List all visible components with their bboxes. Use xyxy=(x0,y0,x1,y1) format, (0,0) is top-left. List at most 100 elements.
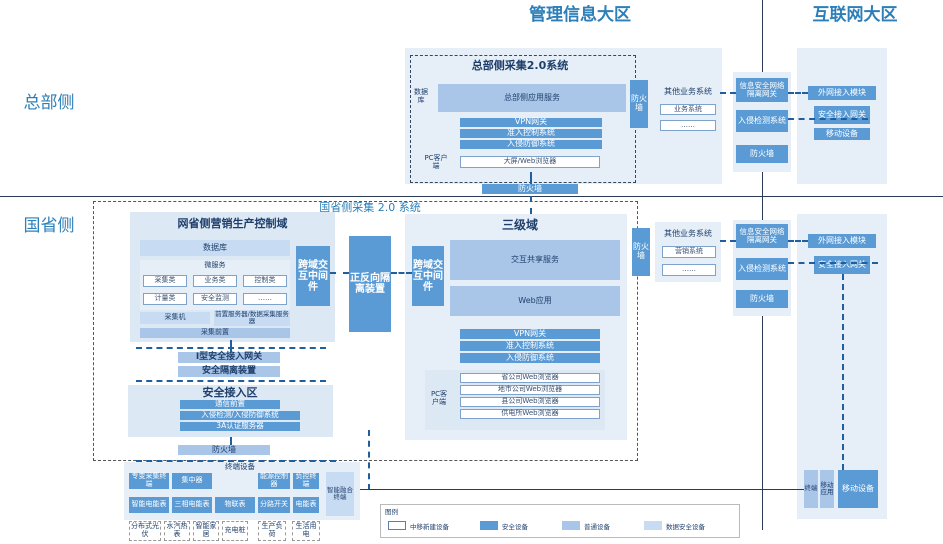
prov-browser-city: 地市公司Web浏览器 xyxy=(460,385,600,395)
prov-share-service: 交互共享服务 xyxy=(450,240,620,280)
prov-terminal-side: 终端 xyxy=(804,470,818,508)
hq-vpn-gateway: VPN网关 xyxy=(460,117,602,127)
prov-conn-2 xyxy=(788,240,808,242)
prov-secure-zone-title: 安全接入区 xyxy=(202,385,258,399)
legend-label-data: 数据安全设备 xyxy=(666,523,705,531)
dev-load-control: 负控终端 xyxy=(293,472,319,489)
prov-vert-conn xyxy=(530,196,532,214)
prov-aaa-server: 3A认证服务器 xyxy=(180,422,300,431)
legend-swatch-security xyxy=(480,521,498,530)
hq-browser: 大屏/Web浏览器 xyxy=(460,156,600,168)
prov-secure-gateway: I型安全接入网关 xyxy=(178,352,280,363)
prov-vpn-gateway: VPN网关 xyxy=(460,329,600,339)
prov-db: 数据库 xyxy=(140,240,290,256)
prov-other-item-2: …… xyxy=(662,264,716,276)
prov-browser-county: 县公司Web浏览器 xyxy=(460,397,600,407)
prov-svc-collect: 采集类 xyxy=(143,275,187,287)
bottom-charger: 充电桩 xyxy=(222,521,248,541)
prov-isolation-device: 正反向隔离装置 xyxy=(349,236,391,332)
legend-swatch-normal xyxy=(562,521,580,530)
prov-ids-ips: 入侵检测/入侵防御系统 xyxy=(180,411,300,420)
internet-zone-title: 互联网大区 xyxy=(812,4,898,25)
dev-branch-switch: 分路开关 xyxy=(258,497,290,513)
hq-app-service: 总部侧应用服务 xyxy=(438,84,626,112)
hq-conn-2 xyxy=(788,92,808,94)
prov-firewall-bottom: 防火墙 xyxy=(178,445,270,455)
inet-vert-conn xyxy=(842,274,844,470)
term-vert-conn xyxy=(368,430,370,490)
prov-svc-more: …… xyxy=(243,293,287,305)
prov-browser-station: 供电所Web浏览器 xyxy=(460,409,600,419)
hq-ids: 入侵检测系统 xyxy=(736,110,788,132)
prov-conn-1 xyxy=(720,240,736,242)
hq-isolation-gateway: 信息安全网络隔离网关 xyxy=(736,78,788,102)
prov-secure-access-gateway: 安全接入网关 xyxy=(814,256,870,274)
hq-other-item-2: …… xyxy=(660,120,716,131)
bottom-production-load: 生产负荷 xyxy=(258,521,286,541)
legend-swatch-data xyxy=(644,521,662,530)
prov-isolation-gateway: 信息安全网络隔离网关 xyxy=(736,224,788,248)
mgmt-zone-title: 管理信息大区 xyxy=(529,4,631,25)
hq-mobile-device: 移动设备 xyxy=(814,128,870,140)
bottom-living-power: 生活用电 xyxy=(292,521,320,541)
hq-pc-label: PC客户端 xyxy=(424,154,448,170)
legend-label-normal: 普通设备 xyxy=(584,523,610,531)
hq-side-title: 总部侧 xyxy=(23,92,75,113)
prov-conn-3 xyxy=(788,262,878,264)
prov-vert-conn-2 xyxy=(230,340,232,352)
prov-svc-security: 安全监测 xyxy=(193,293,237,305)
hq-secure-access-gateway: 安全接入网关 xyxy=(814,106,870,124)
prov-mobile-app: 移动应用 xyxy=(820,470,834,508)
prov-svc-control: 控制类 xyxy=(243,275,287,287)
prov-other-item-1: 营销系统 xyxy=(662,246,716,258)
terminal-title: 终端设备 xyxy=(225,461,255,471)
dev-smart-meter: 智能电能表 xyxy=(129,497,169,513)
dev-special-terminal: 专变采集终端 xyxy=(129,472,169,489)
prov-access-control: 准入控制系统 xyxy=(460,341,600,351)
prov-cross-domain-right: 跨域交互中间件 xyxy=(412,246,444,306)
prov-browser-province: 省公司Web浏览器 xyxy=(460,373,600,383)
prov-mobile-device: 移动设备 xyxy=(838,470,878,508)
prov-side-title: 国省侧 xyxy=(23,215,75,236)
hq-vert-conn xyxy=(530,172,532,184)
terminal-internet-line xyxy=(360,489,804,490)
prov-secure-isolation: 安全隔离装置 xyxy=(178,366,280,377)
legend-label-security: 安全设备 xyxy=(502,523,528,531)
prov-firewall-inet: 防火墙 xyxy=(736,290,788,308)
prov-pc-label: PC客户端 xyxy=(430,390,448,406)
hq-bottom-firewall: 防火墙 xyxy=(482,184,578,194)
prov-web-app: Web应用 xyxy=(450,286,620,316)
legend-title: 图例 xyxy=(385,508,398,516)
hq-db-label: 数据库 xyxy=(414,88,428,104)
prov-front-server: 前置服务器/数据采集服务器 xyxy=(214,309,290,326)
bottom-water-meter: 水汽热表 xyxy=(164,521,190,541)
prov-conn-iso-right xyxy=(391,272,412,274)
hq-firewall-inet: 防火墙 xyxy=(736,145,788,163)
hq-system-title: 总部侧采集2.0系统 xyxy=(471,58,569,72)
prov-control-title: 网省侧营销生产控制域 xyxy=(177,216,288,230)
bottom-pv: 分布式光伏 xyxy=(129,521,161,541)
bottom-smart-home: 智能家居 xyxy=(193,521,219,541)
prov-hconn-b xyxy=(136,380,326,382)
prov-front-bus: 采集前置 xyxy=(140,328,290,338)
prov-microservice-title: 微服务 xyxy=(204,261,226,270)
prov-conn-iso-left xyxy=(330,272,349,274)
prov-vert-conn-3 xyxy=(230,437,232,445)
prov-ids: 入侵检测系统 xyxy=(736,258,788,280)
hq-firewall: 防火墙 xyxy=(630,80,648,128)
prov-ips: 入侵防御系统 xyxy=(460,353,600,363)
prov-system-boundary xyxy=(93,201,638,461)
hq-ips: 入侵防御系统 xyxy=(460,139,602,149)
prov-svc-metering: 计量类 xyxy=(143,293,187,305)
legend-swatch-new xyxy=(388,521,406,530)
prov-ext-access-module: 外网接入模块 xyxy=(808,234,876,248)
dev-energy-controller: 能源控制器 xyxy=(258,472,290,489)
prov-cross-domain-left: 跨域交互中间件 xyxy=(296,246,330,306)
hq-other-item-1: 业务系统 xyxy=(660,104,716,115)
hq-ext-access-module: 外网接入模块 xyxy=(808,86,876,100)
dev-fusion-terminal: 智能融合终端 xyxy=(326,472,354,516)
dev-iot-meter: 物联表 xyxy=(215,497,255,513)
hq-access-control: 准入控制系统 xyxy=(460,128,602,138)
dev-three-phase-meter: 三相电能表 xyxy=(172,497,212,513)
legend xyxy=(380,504,740,538)
